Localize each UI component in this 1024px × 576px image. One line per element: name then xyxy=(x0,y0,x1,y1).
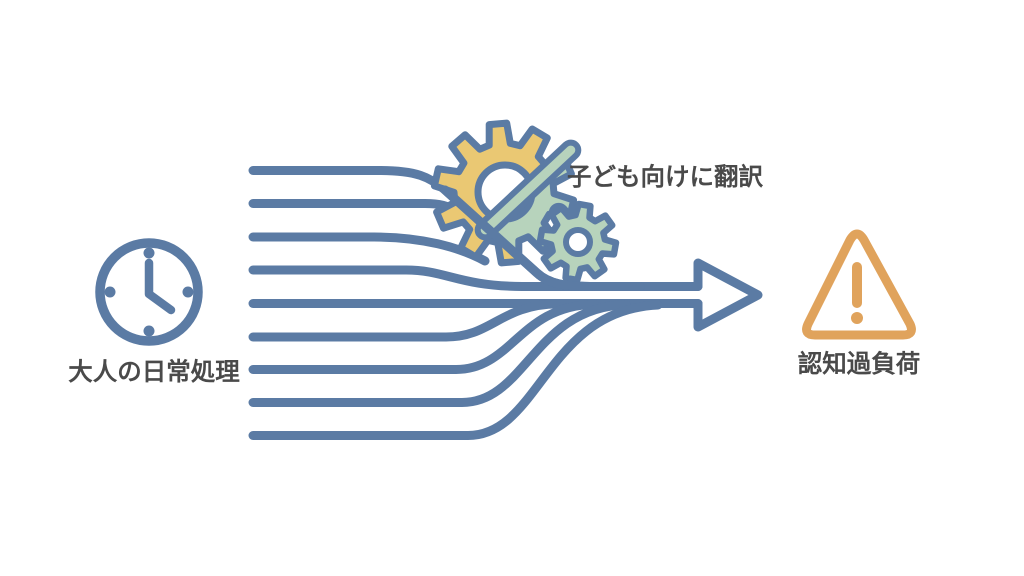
clock-tick-12 xyxy=(143,247,155,259)
warning-triangle-icon xyxy=(802,229,916,340)
flow-line-3 xyxy=(248,232,490,266)
small-gear-hub xyxy=(563,227,593,257)
flow-line-7 xyxy=(248,299,599,374)
big-gear-outline xyxy=(430,119,578,267)
input-label: 大人の日常処理 xyxy=(68,357,240,386)
clock-tick-3 xyxy=(182,286,194,298)
clock-hands xyxy=(144,258,176,315)
gears-icon xyxy=(430,119,620,284)
flow-line-8 xyxy=(248,300,631,407)
output-label: 認知過負荷 xyxy=(798,349,921,378)
flow-line-9 xyxy=(248,300,663,440)
flow-slash xyxy=(440,185,645,291)
flow-line-6 xyxy=(248,299,563,342)
warning-exclamation-dot xyxy=(851,312,863,324)
flow-line-4 xyxy=(248,265,645,291)
clock-tick-6 xyxy=(143,325,155,337)
arrow-head-icon xyxy=(693,258,763,332)
clock-icon xyxy=(95,238,203,346)
clock-tick-9 xyxy=(104,286,116,298)
flow-line-2 xyxy=(248,199,461,216)
gear-band xyxy=(474,139,582,241)
flow-lines xyxy=(248,166,703,440)
process-label: 子ども向けに翻訳 xyxy=(567,162,763,191)
